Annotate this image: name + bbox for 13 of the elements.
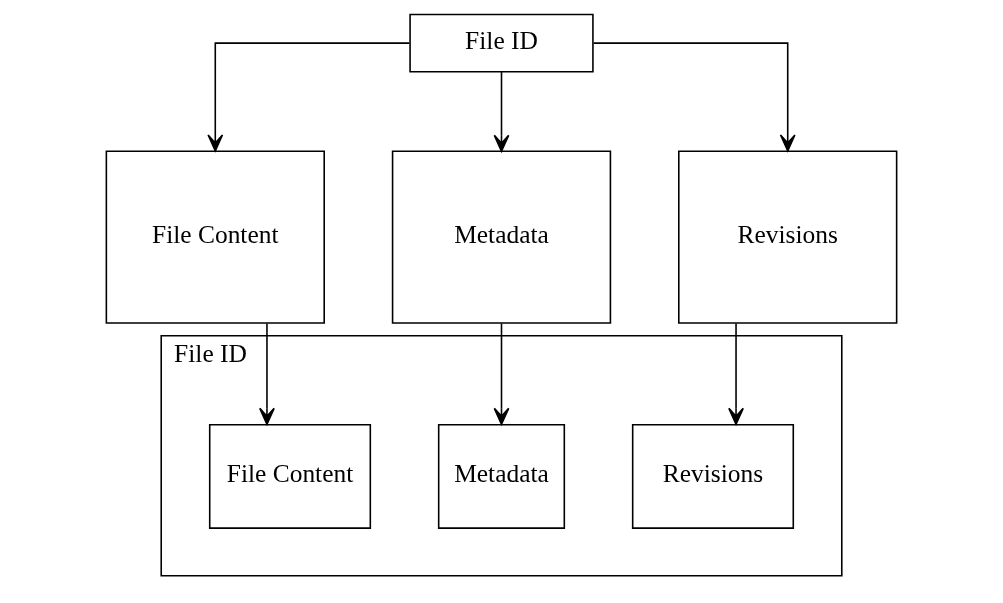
node-box: Revisions [678, 150, 898, 324]
arrow [207, 42, 411, 152]
node-box: Metadata [391, 150, 612, 324]
arrow [259, 322, 275, 426]
node-box: File Content [105, 150, 325, 324]
arrow [493, 70, 510, 152]
arrow [592, 42, 796, 152]
node-box: File ID [409, 13, 594, 73]
node-box: Revisions [631, 423, 795, 529]
arrow [493, 322, 510, 426]
arrow [728, 322, 744, 426]
node-box: Metadata [437, 423, 566, 529]
node-box: File Content [208, 423, 372, 529]
